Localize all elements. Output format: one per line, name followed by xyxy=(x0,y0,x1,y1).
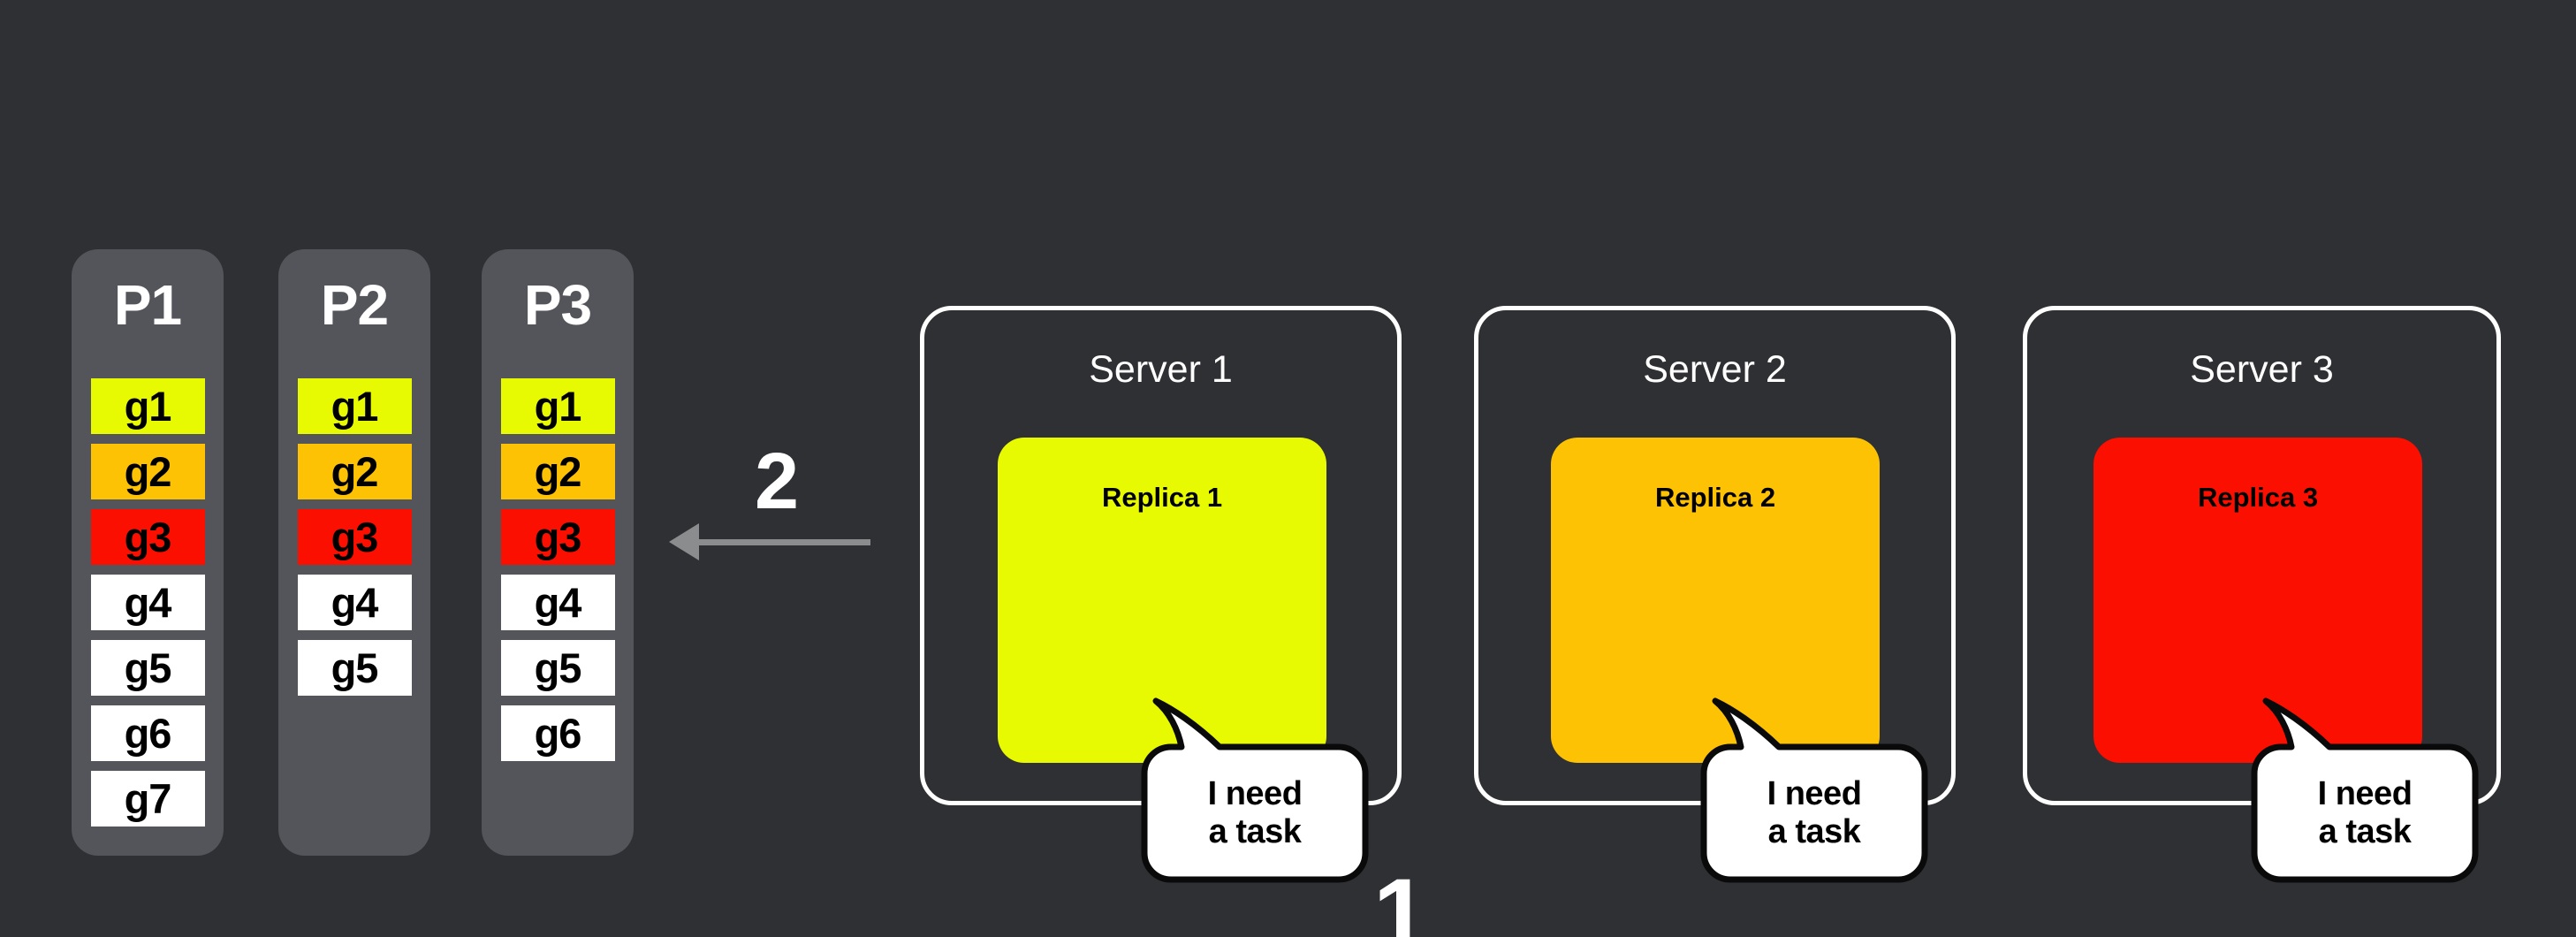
step-2-label: 2 xyxy=(754,438,799,526)
server-title: Server 1 xyxy=(1089,348,1233,391)
partition-title: P3 xyxy=(523,273,592,337)
task-chip-list: g1 g2 g3 g4 g5 g6 xyxy=(482,378,634,761)
left-arrow-icon xyxy=(669,523,870,560)
speech-bubble-text: I need a task xyxy=(1767,775,1862,850)
replica-box: Replica 2 xyxy=(1551,438,1880,763)
replica-label: Replica 2 xyxy=(1654,482,1776,513)
task-chip: g6 xyxy=(90,705,205,761)
speech-bubble xyxy=(1141,697,1369,883)
task-chip: g5 xyxy=(297,640,412,696)
task-chip: g3 xyxy=(500,509,615,565)
task-chip: g3 xyxy=(297,509,412,565)
task-chip: g7 xyxy=(90,771,205,827)
partition-p1: P1 g1 g2 g3 g4 g5 g6 g7 xyxy=(72,249,224,856)
speech-bubble-text: I need a task xyxy=(1207,775,1303,850)
task-chip: g1 xyxy=(500,378,615,434)
task-chip: g5 xyxy=(500,640,615,696)
speech-bubble xyxy=(1700,697,1928,883)
speech-bubble-text: I need a task xyxy=(2317,775,2413,850)
server-2-box: Server 2 Replica 2 xyxy=(1474,306,1956,805)
partition-p2: P2 g1 g2 g3 g4 g5 xyxy=(278,249,430,856)
partition-title: P2 xyxy=(320,273,389,337)
task-chip: g5 xyxy=(90,640,205,696)
task-chip: g2 xyxy=(297,444,412,499)
task-chip: g4 xyxy=(500,575,615,630)
server-title: Server 3 xyxy=(2190,348,2334,391)
task-chip: g4 xyxy=(90,575,205,630)
task-chip: g3 xyxy=(90,509,205,565)
task-chip-list: g1 g2 g3 g4 g5 g6 g7 xyxy=(72,378,224,827)
task-chip: g2 xyxy=(500,444,615,499)
speech-bubble-shape xyxy=(2251,697,2479,883)
task-chip: g6 xyxy=(500,705,615,761)
task-chip: g4 xyxy=(297,575,412,630)
speech-bubble-shape xyxy=(1141,697,1369,883)
task-chip: g2 xyxy=(90,444,205,499)
server-title: Server 2 xyxy=(1643,348,1787,391)
replica-label: Replica 1 xyxy=(1101,482,1223,513)
partition-title: P1 xyxy=(113,273,182,337)
speech-bubble-shape xyxy=(1700,697,1928,883)
task-chip: g1 xyxy=(297,378,412,434)
replica-label: Replica 3 xyxy=(2197,482,2319,513)
task-chip-list: g1 g2 g3 g4 g5 xyxy=(278,378,430,696)
replica-box: Replica 3 xyxy=(2093,438,2422,763)
speech-bubble xyxy=(2251,697,2479,883)
partition-p3: P3 g1 g2 g3 g4 g5 g6 xyxy=(482,249,634,856)
task-chip: g1 xyxy=(90,378,205,434)
step-1-label: 1 xyxy=(1372,858,1428,937)
